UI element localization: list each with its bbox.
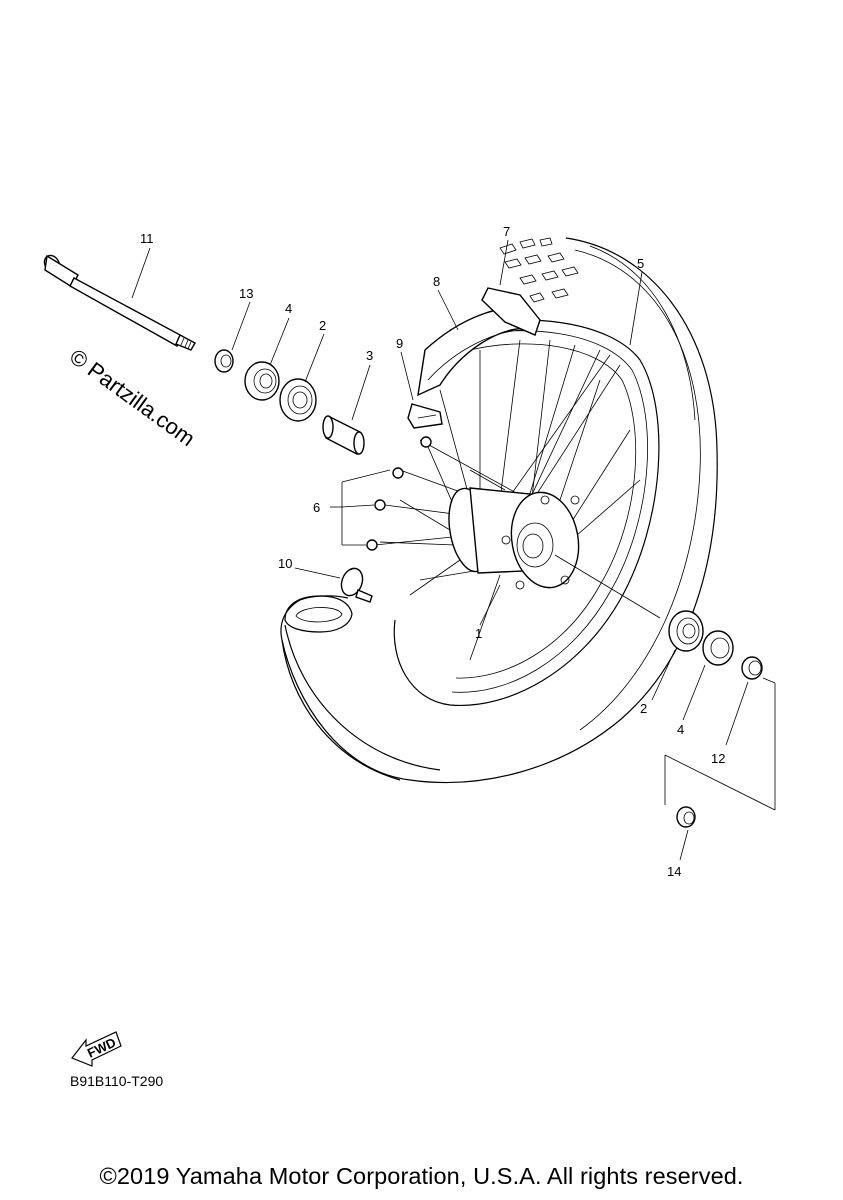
fwd-badge-label: FWD [85, 1035, 118, 1061]
callout-11: 11 [140, 231, 154, 246]
callout-12: 12 [711, 751, 725, 766]
callout-2-right: 2 [640, 701, 647, 716]
leader-lines [131, 239, 776, 861]
rim-part [393, 319, 660, 707]
callout-5: 5 [637, 256, 644, 271]
copyright-notice: ©2019 Yamaha Motor Corporation, U.S.A. A… [99, 1163, 744, 1189]
callout-6: 6 [313, 500, 320, 515]
callout-10: 10 [278, 556, 292, 571]
oil-seal-left-part [244, 361, 280, 401]
watermark-text: © Partzilla.com [65, 344, 200, 451]
callout-7: 7 [503, 224, 510, 239]
callout-9: 9 [396, 336, 403, 351]
tube-part [284, 595, 441, 771]
callout-13: 13 [239, 286, 253, 301]
hub-part [448, 487, 580, 590]
callout-14: 14 [667, 864, 681, 879]
callout-3: 3 [366, 348, 373, 363]
callout-2-left: 2 [319, 318, 326, 333]
collar-part [214, 349, 234, 373]
valve-part [340, 567, 373, 603]
callout-8: 8 [433, 274, 440, 289]
rim-band-part [417, 287, 541, 397]
spacer-part [322, 415, 365, 456]
bearing-right-part [668, 610, 704, 652]
collar-right-part [741, 656, 763, 680]
fwd-arrow-icon: FWD [71, 1031, 122, 1067]
reference-code: B91B110-T290 [70, 1073, 164, 1089]
rim-lock-part [407, 403, 443, 429]
callout-4-right: 4 [677, 722, 684, 737]
oil-seal-right-part [702, 630, 734, 666]
bearing-left-part [279, 378, 317, 422]
callout-1: 1 [475, 626, 482, 641]
axle-part [43, 254, 196, 351]
collar-alt-part [676, 806, 696, 828]
callout-4-left: 4 [285, 301, 292, 316]
spoke-nipple-part [366, 436, 432, 551]
